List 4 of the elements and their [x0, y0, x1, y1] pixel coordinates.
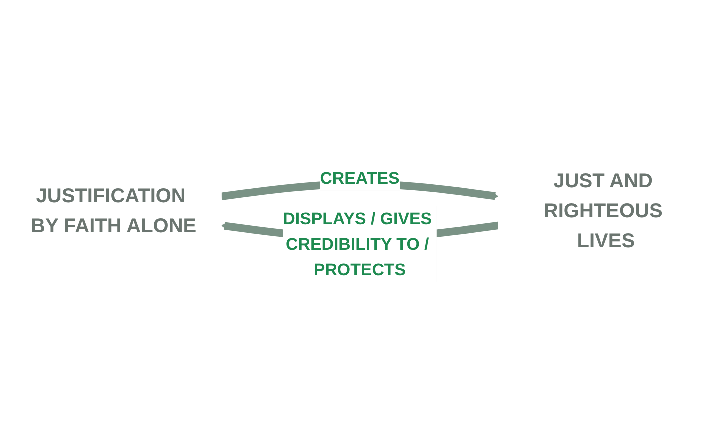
edge-label: CREATES [320, 168, 400, 188]
node-text: JUSTIFICATION BY FAITH ALONE [31, 184, 197, 238]
edge-label: DISPLAYS / GIVES CREDIBILITY TO / PROTECTS [283, 209, 432, 280]
node-text: JUST AND RIGHTEOUS LIVES [544, 169, 663, 252]
